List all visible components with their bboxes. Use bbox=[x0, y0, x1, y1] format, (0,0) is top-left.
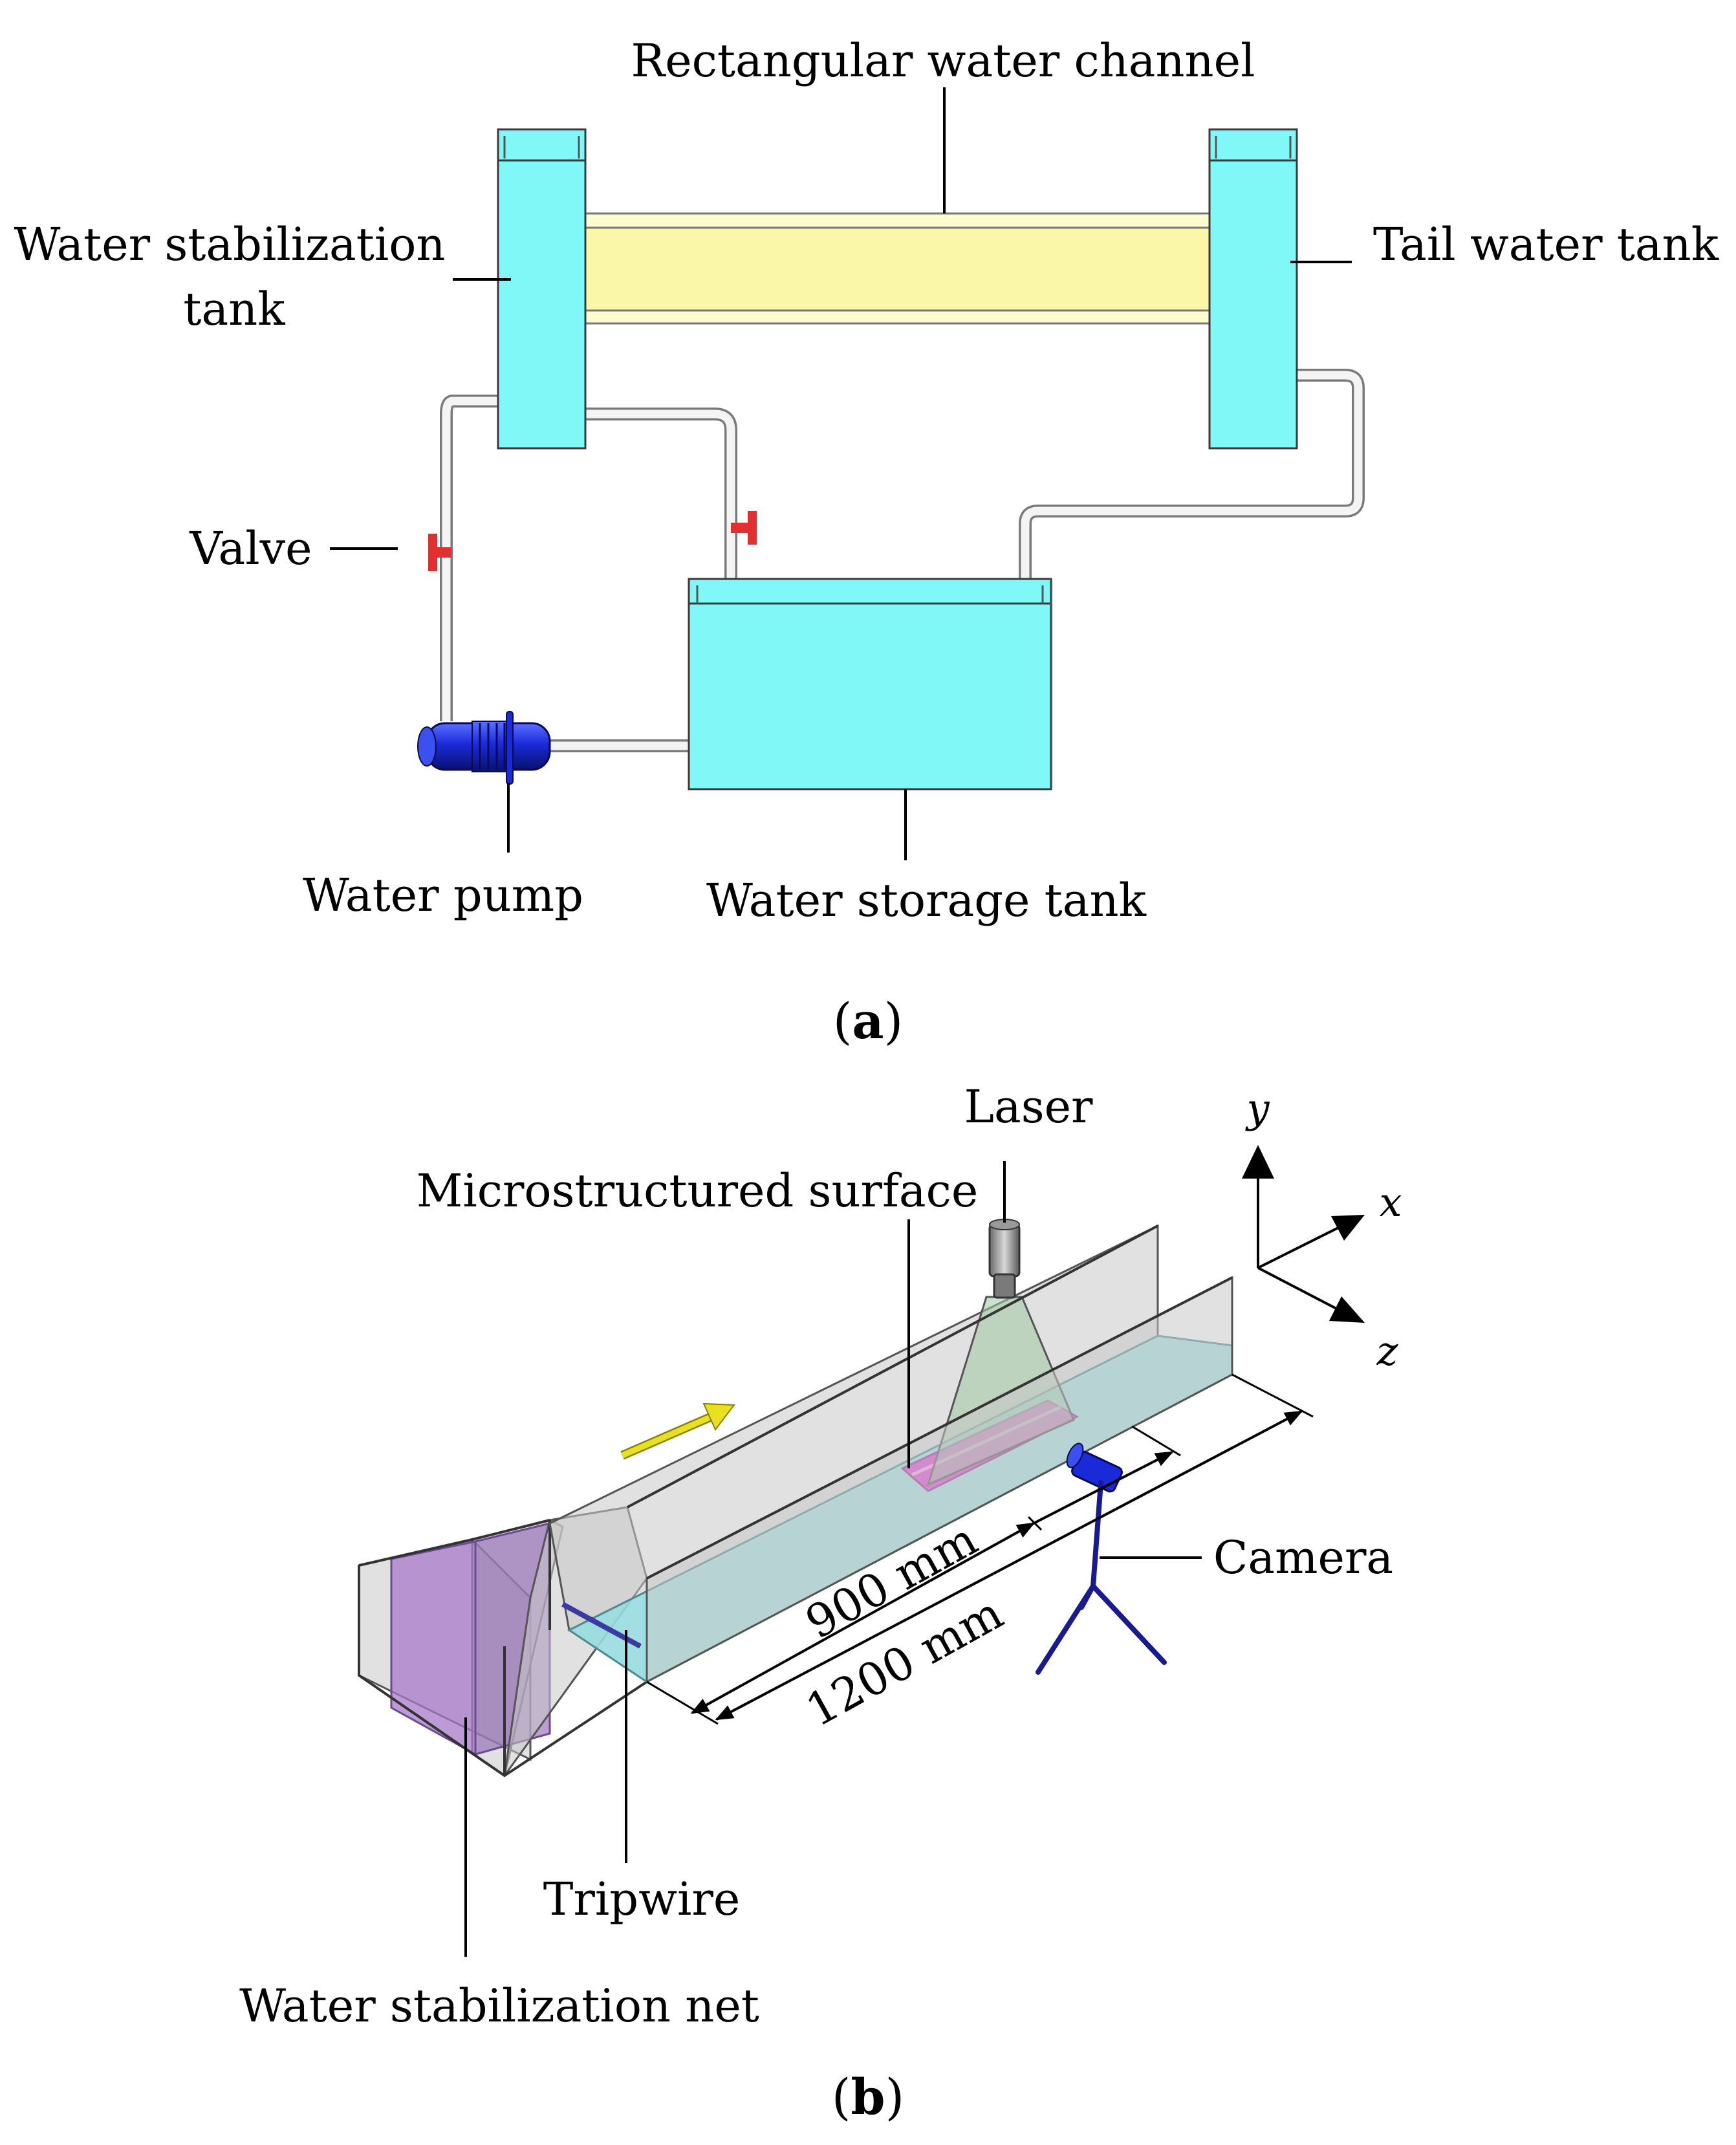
axis-x-label: x bbox=[1380, 1179, 1402, 1226]
laser-icon bbox=[988, 1219, 1021, 1299]
laser-label: Laser bbox=[964, 1080, 1093, 1133]
panel-b: y x z Laser Microstructured surface Came… bbox=[239, 1080, 1402, 2126]
water-storage-tank bbox=[688, 578, 1052, 790]
inlet-section bbox=[358, 1506, 648, 1778]
tail-water-tank-label: Tail water tank bbox=[1373, 218, 1719, 271]
water-stabilization-net-label: Water stabilization net bbox=[239, 1979, 759, 2032]
coordinate-axes bbox=[1242, 1145, 1365, 1323]
microstructured-surface-label: Microstructured surface bbox=[417, 1164, 979, 1217]
panel-a-leader-lines bbox=[330, 87, 1352, 860]
water-stabilization-tank-label-line2: tank bbox=[183, 283, 285, 336]
panel-a: Rectangular water channel Water stabiliz… bbox=[14, 34, 1719, 1050]
panel-b-caption: (b) bbox=[832, 2068, 904, 2126]
valve-icon bbox=[428, 534, 451, 571]
valve-icon bbox=[731, 511, 757, 545]
water-pump-label: Water pump bbox=[303, 869, 583, 922]
axis-z-label: z bbox=[1376, 1327, 1398, 1375]
dim-line-1200 bbox=[715, 1410, 1303, 1721]
camera-label: Camera bbox=[1213, 1531, 1393, 1584]
axis-y-label: y bbox=[1244, 1085, 1270, 1132]
water-pump-icon bbox=[417, 711, 551, 785]
water-storage-tank-label: Water storage tank bbox=[706, 874, 1147, 927]
panel-b-leader-lines bbox=[464, 1161, 1202, 1957]
tripwire-label: Tripwire bbox=[543, 1873, 741, 1926]
water-stabilization-tank bbox=[497, 128, 587, 450]
rectangular-water-channel bbox=[584, 212, 1211, 325]
rectangular-water-channel-label: Rectangular water channel bbox=[631, 34, 1255, 87]
tail-water-tank bbox=[1208, 128, 1298, 450]
valve-label: Valve bbox=[189, 522, 312, 575]
water-stabilization-tank-label-line1: Water stabilization bbox=[14, 218, 446, 271]
camera-icon bbox=[1066, 1443, 1123, 1493]
dimension-lines bbox=[646, 1373, 1314, 1725]
pipe-network bbox=[440, 369, 1365, 752]
panel-a-caption: (a) bbox=[833, 992, 904, 1050]
